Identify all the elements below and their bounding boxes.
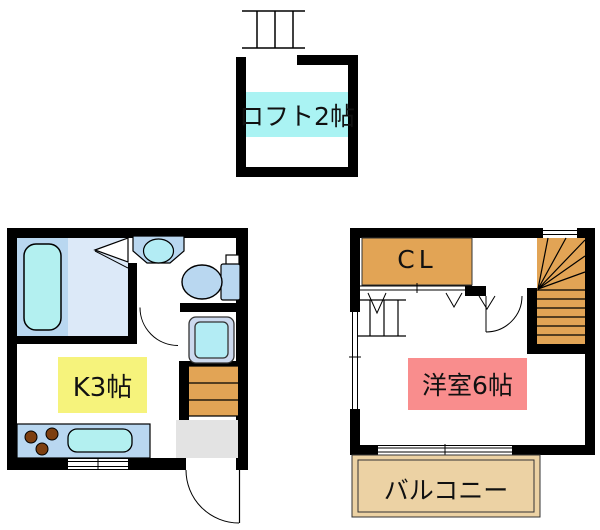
- toilet-icon: [181, 254, 241, 301]
- entrance-opening: [186, 458, 236, 470]
- kitchen-label: K3帖: [72, 372, 133, 403]
- stair-window-icon: [543, 228, 577, 238]
- washing-machine-pan-icon: [188, 316, 235, 364]
- kitchen-label-highlight: [58, 357, 147, 413]
- room-label-highlight: [408, 358, 527, 410]
- bathtub-icon: [23, 243, 62, 331]
- loft-walls: [236, 55, 358, 177]
- kitchen-window-icon: [68, 458, 128, 470]
- loft-room-label: ロフト2帖: [239, 102, 355, 131]
- loft-room: [236, 10, 358, 177]
- kitchen-sink-icon: [67, 428, 133, 453]
- balcony-label: バルコニー: [383, 476, 509, 505]
- winder-stairs-icon: [537, 237, 586, 336]
- first-floor: [7, 228, 248, 524]
- western-room-label: 洋室6帖: [422, 371, 513, 400]
- left-window-icon: [349, 312, 361, 409]
- washbasin-icon: [132, 235, 185, 264]
- closet-area: [361, 237, 473, 286]
- stairs-1f-icon: [189, 365, 238, 417]
- genkan-floor: [176, 420, 238, 458]
- washroom-door-icon: [139, 307, 179, 346]
- stove-burners-icon: [24, 427, 59, 456]
- entrance-door-icon: [185, 469, 241, 524]
- loft-ladder-icon: [242, 10, 305, 49]
- bathroom-folding-door-icon: [93, 237, 129, 269]
- second-floor: [349, 228, 595, 518]
- loft-label-highlight: [244, 92, 348, 137]
- balcony-area: [351, 454, 541, 518]
- stairs-2f-fill: [537, 238, 585, 344]
- kitchen-counter-icon: [16, 423, 151, 459]
- room-door-icon: [485, 295, 523, 333]
- closet-label: CL: [397, 244, 437, 274]
- ladder-2f-icon: [358, 299, 406, 337]
